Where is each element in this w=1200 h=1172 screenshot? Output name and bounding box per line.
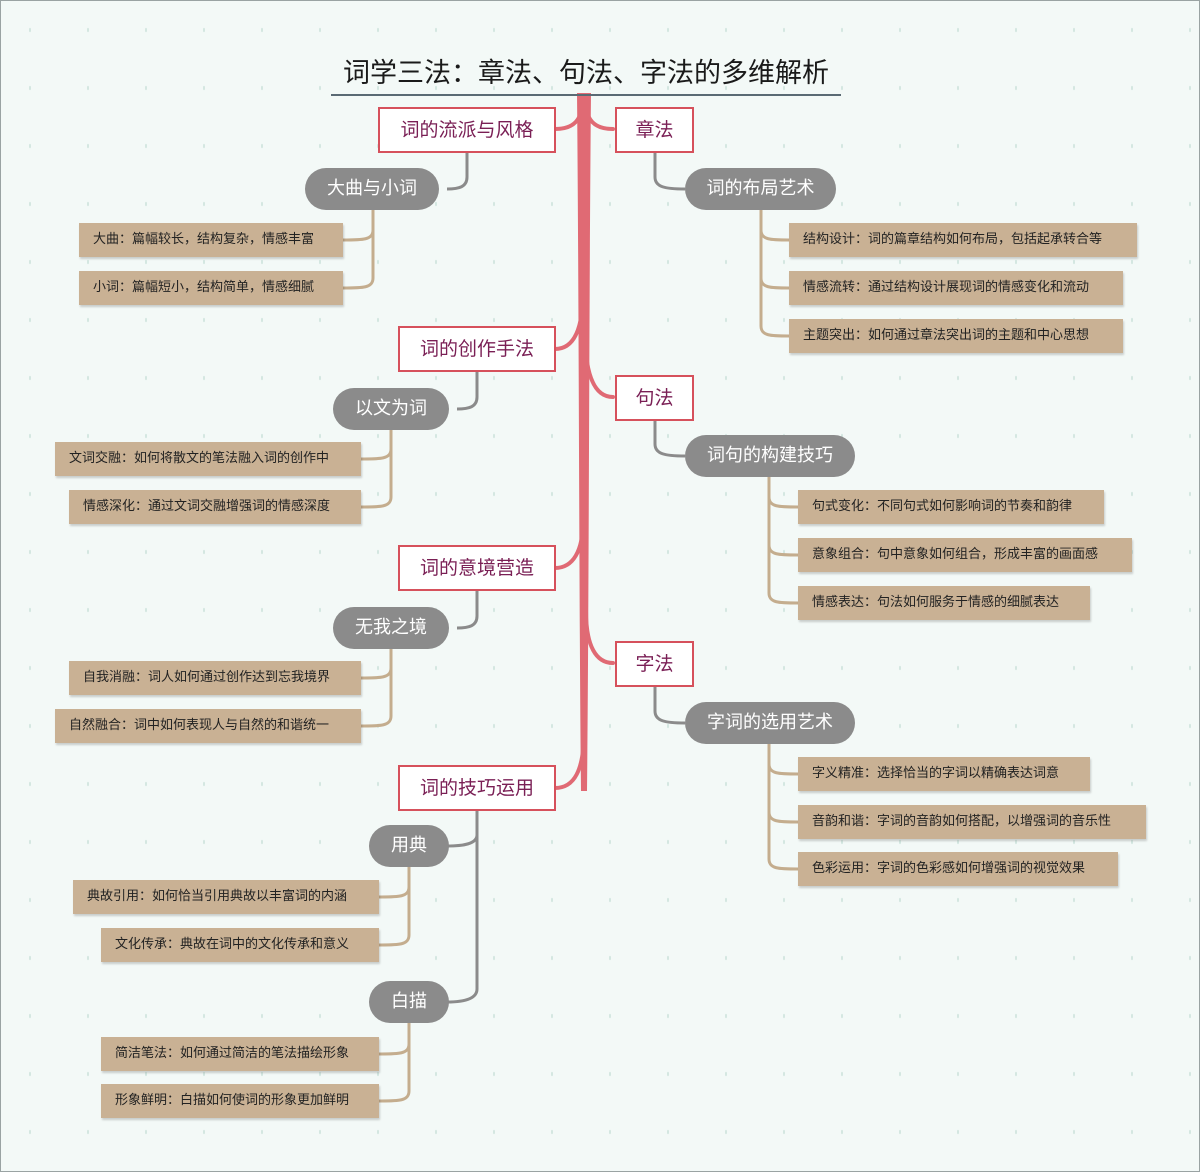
- leaf-node[interactable]: 情感表达：句法如何服务于情感的细腻表达: [798, 586, 1090, 620]
- leaf-node[interactable]: 情感深化：通过文词交融增强词的情感深度: [69, 490, 361, 524]
- link-yijing-sub: [456, 591, 479, 630]
- main-node-jufa[interactable]: 句法: [615, 375, 694, 421]
- trunk-link-yijing: [553, 519, 585, 570]
- sub-node-buju[interactable]: 词的布局艺术: [685, 168, 836, 210]
- main-node-chuangzuo[interactable]: 词的创作手法: [398, 326, 556, 372]
- link-leaf: [360, 430, 393, 509]
- leaf-node[interactable]: 音韵和谐：字词的音韵如何搭配，以增强词的音乐性: [798, 805, 1146, 839]
- main-node-yijing[interactable]: 词的意境营造: [398, 545, 556, 591]
- sub-node-xuanyong[interactable]: 字词的选用艺术: [685, 702, 855, 744]
- trunk-line: [577, 93, 591, 791]
- link-jiqiao-sub2: [446, 811, 479, 1004]
- link-leaf: [767, 477, 799, 557]
- sub-node-yongdian[interactable]: 用典: [369, 825, 449, 867]
- link-leaf: [759, 210, 790, 242]
- link-jiqiao-sub1: [446, 811, 479, 848]
- leaf-node[interactable]: 自然融合：词中如何表现人与自然的和谐统一: [55, 709, 361, 743]
- leaf-node[interactable]: 色彩运用：字词的色彩感如何增强词的视觉效果: [798, 852, 1118, 886]
- trunk-link-chuangzuo: [553, 289, 585, 351]
- trunk-link-jiqiao: [553, 729, 586, 790]
- link-chuangzuo-sub: [456, 372, 479, 411]
- link-leaf: [378, 1023, 411, 1056]
- link-zifa-sub: [653, 686, 686, 725]
- leaf-node[interactable]: 文词交融：如何将散文的笔法融入词的创作中: [55, 442, 361, 476]
- link-leaf: [360, 430, 393, 461]
- leaf-node[interactable]: 主题突出：如何通过章法突出词的主题和中心思想: [789, 319, 1123, 353]
- link-leaf: [767, 477, 799, 509]
- link-leaf: [342, 210, 375, 290]
- link-leaf: [759, 210, 790, 290]
- sub-node-daqu[interactable]: 大曲与小词: [305, 168, 439, 210]
- leaf-node[interactable]: 形象鲜明：白描如何使词的形象更加鲜明: [101, 1084, 379, 1118]
- link-jufa-sub: [653, 420, 686, 458]
- main-node-zhangfa[interactable]: 章法: [615, 107, 694, 153]
- trunk-link-liupai: [553, 95, 585, 131]
- link-leaf: [378, 867, 411, 947]
- link-zhangfa-sub: [653, 152, 686, 191]
- leaf-node[interactable]: 意象组合：句中意象如何组合，形成丰富的画面感: [798, 538, 1132, 572]
- leaf-node[interactable]: 结构设计：词的篇章结构如何布局，包括起承转合等: [789, 223, 1137, 257]
- leaf-node[interactable]: 句式变化：不同句式如何影响词的节奏和韵律: [798, 490, 1104, 524]
- sub-node-yiwenweici[interactable]: 以文为词: [333, 388, 449, 430]
- main-node-jiqiao[interactable]: 词的技巧运用: [398, 765, 556, 811]
- link-liupai-sub: [446, 152, 469, 191]
- link-leaf: [767, 744, 799, 824]
- leaf-node[interactable]: 简洁笔法：如何通过简洁的笔法描绘形象: [101, 1037, 379, 1071]
- trunk-link-zhangfa: [583, 95, 615, 131]
- main-node-zifa[interactable]: 字法: [615, 641, 694, 687]
- link-leaf: [360, 649, 393, 728]
- link-leaf: [767, 744, 799, 871]
- link-leaf: [767, 477, 799, 605]
- sub-node-wuwozhijing[interactable]: 无我之境: [333, 607, 449, 649]
- leaf-node[interactable]: 字义精准：选择恰当的字词以精确表达词意: [798, 757, 1090, 791]
- leaf-node[interactable]: 典故引用：如何恰当引用典故以丰富词的内涵: [73, 880, 379, 914]
- leaf-node[interactable]: 自我消融：词人如何通过创作达到忘我境界: [69, 661, 361, 695]
- link-leaf: [342, 210, 375, 242]
- leaf-node[interactable]: 文化传承：典故在词中的文化传承和意义: [101, 928, 379, 962]
- sub-node-baimiao[interactable]: 白描: [369, 981, 449, 1023]
- link-leaf: [360, 649, 393, 680]
- sub-node-goujian[interactable]: 词句的构建技巧: [685, 435, 855, 477]
- trunk-link-jufa: [583, 329, 615, 399]
- leaf-node[interactable]: 情感流转：通过结构设计展现词的情感变化和流动: [789, 271, 1123, 305]
- link-leaf: [767, 744, 799, 776]
- leaf-node[interactable]: 大曲：篇幅较长，结构复杂，情感丰富: [79, 223, 343, 257]
- link-leaf: [759, 210, 790, 338]
- link-leaf: [378, 867, 411, 899]
- link-leaf: [378, 1023, 411, 1103]
- mindmap-title: 词学三法：章法、句法、字法的多维解析: [331, 54, 841, 96]
- trunk-link-zifa: [584, 609, 615, 665]
- leaf-node[interactable]: 小词：篇幅短小，结构简单，情感细腻: [79, 271, 343, 305]
- main-node-liupai[interactable]: 词的流派与风格: [378, 107, 556, 153]
